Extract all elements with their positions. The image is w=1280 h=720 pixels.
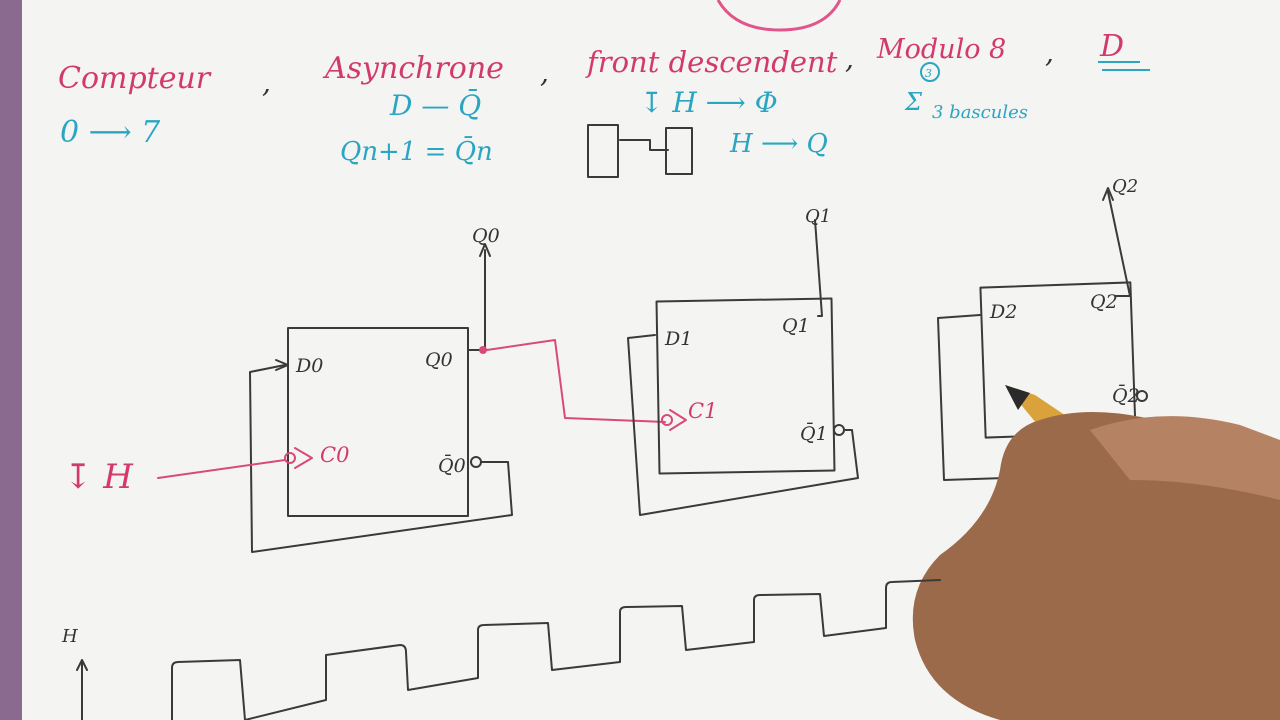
ff1-qbar-label: Q̄1 — [800, 422, 828, 445]
ff0-qbar-bubble — [470, 456, 482, 468]
finger — [1090, 416, 1280, 500]
ff1-clk-label: C1 — [688, 399, 717, 423]
ff2-output-label: Q2 — [1112, 176, 1138, 197]
flipflop-0: D0 Q0 Q̄0 C0 Q0 — [249, 225, 513, 553]
fabric-edge — [0, 0, 22, 720]
sep-4: , — [1045, 36, 1054, 69]
q0-node — [479, 346, 487, 354]
note-d-qbar: D — Q̄ — [389, 88, 481, 122]
ff2-q-label: Q2 — [1090, 291, 1118, 313]
ff1-clk-bubble — [661, 414, 673, 426]
ff0-q-arrow — [479, 243, 491, 257]
ff1-output-label: Q1 — [805, 206, 831, 227]
sep-2: , — [540, 56, 549, 89]
clock-input-wire — [157, 459, 286, 479]
flipflop-0-body — [287, 327, 469, 517]
ff2-qbar-label: Q̄2 — [1112, 384, 1140, 407]
clock-input-label: ↧ H — [64, 457, 134, 497]
ff2-feedback-wire — [937, 314, 1006, 481]
note-h-q: H ⟶ Q — [729, 129, 828, 159]
note-sigma: Σ — [904, 88, 923, 116]
ff0-output-label: Q0 — [472, 225, 500, 247]
title-front-descendent: front descendent — [585, 45, 838, 79]
page-number-circle — [716, 0, 842, 32]
note-h-phi: ↧ H ⟶ Φ — [640, 86, 778, 119]
sketch-box-left — [587, 124, 619, 178]
hand — [912, 412, 1280, 720]
title-d: D — [1099, 29, 1124, 64]
d-underline — [1098, 61, 1150, 71]
timing-axis-label: H — [61, 626, 78, 647]
ff2-q-arrow — [1102, 187, 1114, 201]
ff1-q-out-wire — [814, 219, 823, 317]
ff2-q-out-wire — [1107, 191, 1131, 297]
ff0-qbar-label: Q̄0 — [438, 454, 466, 477]
flipflop-1: D1 Q1 Q̄1 C1 Q1 — [627, 206, 859, 516]
note-qn-plus-1: Qn+1 = Q̄n — [340, 135, 493, 167]
sketch-link — [619, 139, 669, 151]
ff2-qbar-bubble — [1136, 390, 1148, 402]
sep-3: , — [845, 42, 854, 75]
title-modulo-8: Modulo 8 — [876, 34, 1006, 65]
range-0-7: 0 ⟶ 7 — [60, 115, 161, 150]
note-3: 3 — [925, 67, 932, 80]
ff0-q-label: Q0 — [425, 349, 453, 371]
ff0-clk-bubble — [284, 452, 296, 464]
ff1-q-label: Q1 — [782, 315, 810, 337]
ff1-feedback-wire — [627, 334, 859, 516]
ff1-qbar-bubble — [833, 424, 845, 436]
note-circle-3 — [920, 62, 940, 82]
sep-1: , — [262, 66, 271, 99]
timing-axis — [76, 659, 88, 720]
ff0-clk-triangle — [294, 447, 313, 469]
flipflop-1-body — [655, 297, 836, 475]
title-compteur: Compteur — [58, 61, 212, 96]
sketch-box-right — [665, 127, 693, 175]
ff1-d-label: D1 — [664, 328, 692, 350]
ff1-clk-triangle — [669, 409, 687, 431]
title-asynchrone: Asynchrone — [322, 51, 504, 86]
q0-to-c1-wire — [486, 339, 666, 423]
ff0-feedback-wire — [249, 364, 513, 553]
ff2-d-label: D2 — [989, 301, 1017, 323]
ff0-d-label: D0 — [295, 355, 323, 377]
clock-waveform — [171, 579, 941, 720]
pencil-tip — [1005, 385, 1030, 410]
ff0-clk-label: C0 — [320, 443, 349, 467]
ff0-d-arrow — [275, 359, 289, 371]
ff0-q-out-wire — [467, 249, 486, 351]
note-3-bascules: 3 bascules — [932, 102, 1028, 123]
flipflop-2: D2 Q2 Q̄2 Q2 — [937, 176, 1148, 481]
hand-with-pencil — [912, 385, 1280, 720]
